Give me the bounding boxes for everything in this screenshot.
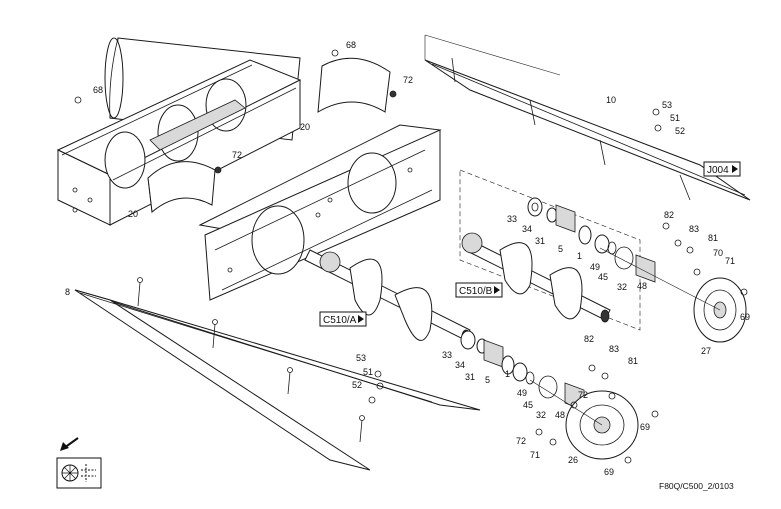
callout-c68b: 68 [346, 40, 356, 50]
callout-c71a: 71 [725, 256, 735, 266]
callout-c81a: 81 [708, 233, 718, 243]
callout-c52a: 52 [675, 126, 685, 136]
callout-c10: 10 [606, 95, 616, 105]
drawing-code: F80Q/C500_2/0103 [659, 481, 734, 491]
bearing-set-lower [460, 330, 585, 411]
bearing-set-upper [527, 197, 656, 283]
lower-guard-8 [74, 277, 481, 471]
callout-c5a: 5 [558, 244, 563, 254]
callout-c51b: 51 [363, 367, 373, 377]
ref-tag-c510a[interactable]: C510/A [319, 311, 367, 327]
callout-c5b: 5 [485, 375, 490, 385]
callout-c72c: 72 [578, 390, 588, 400]
auger-a [304, 249, 471, 343]
callout-c72a: 72 [232, 150, 242, 160]
callout-c72b: 72 [403, 75, 413, 85]
callout-c27: 27 [701, 346, 711, 356]
callout-c34b: 34 [455, 360, 465, 370]
callout-c48b: 48 [555, 410, 565, 420]
callout-c45b: 45 [523, 400, 533, 410]
ref-tag-j004-label: J004 [707, 165, 729, 176]
ref-tag-c510b-label: C510/B [459, 286, 493, 297]
callout-c1b: 1 [505, 369, 510, 379]
callout-c81b: 81 [628, 356, 638, 366]
callout-c49b: 49 [517, 388, 527, 398]
callout-c82a: 82 [664, 210, 674, 220]
pulley-27 [599, 247, 747, 343]
ref-tag-c510a-label: C510/A [323, 315, 357, 326]
pulley-26 [529, 379, 639, 460]
ref-tag-c510b[interactable]: C510/B [455, 282, 503, 298]
callout-c72d: 72 [516, 436, 526, 446]
callout-c52b: 52 [352, 380, 362, 390]
callout-c53a: 53 [662, 100, 672, 110]
callout-c32a: 32 [617, 282, 627, 292]
callout-c69c: 69 [604, 467, 614, 477]
callout-c20a: 20 [128, 209, 138, 219]
callout-c49a: 49 [590, 262, 600, 272]
callout-c8: 8 [65, 287, 70, 297]
callout-c83a: 83 [689, 224, 699, 234]
callout-c82b: 82 [584, 334, 594, 344]
callout-c26: 26 [568, 455, 578, 465]
curved-cover-top [317, 57, 391, 113]
callout-c69b: 69 [640, 422, 650, 432]
auger-b [461, 232, 611, 323]
curved-cover-left [147, 161, 216, 213]
assembly-outline [459, 169, 641, 331]
ref-tag-j004[interactable]: J004 [703, 161, 741, 177]
fasteners [74, 49, 748, 464]
combine-header-icon [56, 457, 102, 489]
top-shield-10 [424, 34, 751, 201]
callout-c34a: 34 [522, 224, 532, 234]
callout-c33b: 33 [442, 350, 452, 360]
callout-c83b: 83 [609, 344, 619, 354]
callout-c51a: 51 [670, 113, 680, 123]
play-arrow-icon [358, 315, 364, 323]
callout-c32b: 32 [536, 410, 546, 420]
callout-c45a: 45 [598, 272, 608, 282]
central-housing-frame [198, 124, 442, 301]
callout-c48a: 48 [637, 281, 647, 291]
callout-c20b: 20 [300, 122, 310, 132]
callout-c1a: 1 [577, 251, 582, 261]
callout-c53b: 53 [356, 353, 366, 363]
callout-c33a: 33 [507, 214, 517, 224]
callout-c70: 70 [713, 248, 723, 258]
callout-c69a: 69 [740, 312, 750, 322]
callout-c71b: 71 [530, 450, 540, 460]
callout-c31a: 31 [535, 236, 545, 246]
callout-c31b: 31 [465, 372, 475, 382]
front-arrow-icon [60, 437, 79, 451]
play-arrow-icon [494, 286, 500, 294]
callout-c68a: 68 [93, 85, 103, 95]
play-arrow-icon [732, 165, 738, 173]
